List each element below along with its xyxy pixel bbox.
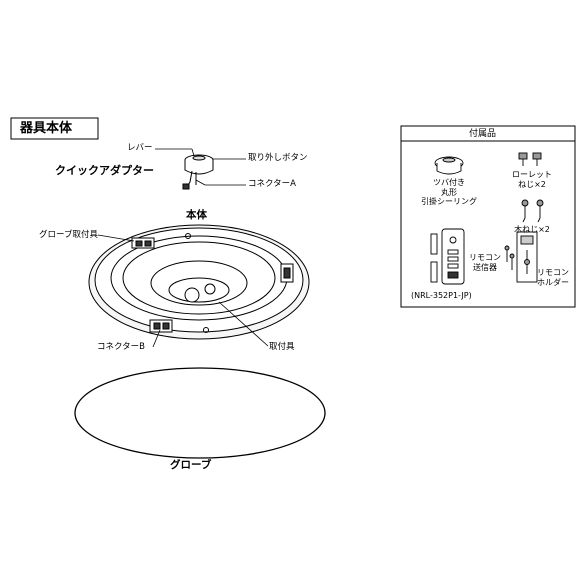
body-leaders (97, 234, 269, 348)
label-mount: 取付具 (269, 342, 295, 352)
label-connector-b: コネクターB (97, 342, 145, 352)
accessory-holder-label: リモコン ホルダー (537, 268, 569, 287)
section-title-box (10, 117, 99, 140)
accessories-title: 付属品 (469, 129, 497, 139)
label-connector-a: コネクターA (248, 179, 296, 189)
label-globe: グローブ (170, 459, 212, 471)
wood-screws-drawing (521, 199, 544, 223)
accessories-box (400, 125, 576, 308)
label-quick-adapter: クイックアダプター (55, 164, 154, 177)
accessory-remote-label: リモコン 送信器 (469, 253, 501, 272)
knurled-screws-drawing (518, 152, 542, 166)
accessory-ceiling-label: ツバ付き 丸形 引掛シーリング (421, 178, 477, 207)
section-title: 器具本体 (20, 121, 73, 136)
accessory-knurled-label: ローレット ねじ×2 (512, 170, 552, 189)
adapter-leaders (155, 148, 246, 186)
remote-transmitter-drawing (430, 228, 465, 285)
accessory-wood-label: 木ねじ×2 (514, 225, 550, 234)
label-body: 本体 (186, 209, 207, 221)
main-body-drawing (88, 224, 310, 340)
globe-drawing (74, 367, 326, 459)
remote-holder-drawing (504, 231, 538, 283)
label-release-button: 取り外しボタン (248, 153, 308, 163)
quick-adapter-drawing (182, 154, 214, 190)
ceiling-plug-drawing (434, 156, 464, 175)
label-lever: レバー (127, 143, 153, 153)
accessory-model-number: (NRL-352P1-JP) (411, 291, 472, 300)
label-globe-mount: グローブ取付具 (39, 230, 98, 240)
